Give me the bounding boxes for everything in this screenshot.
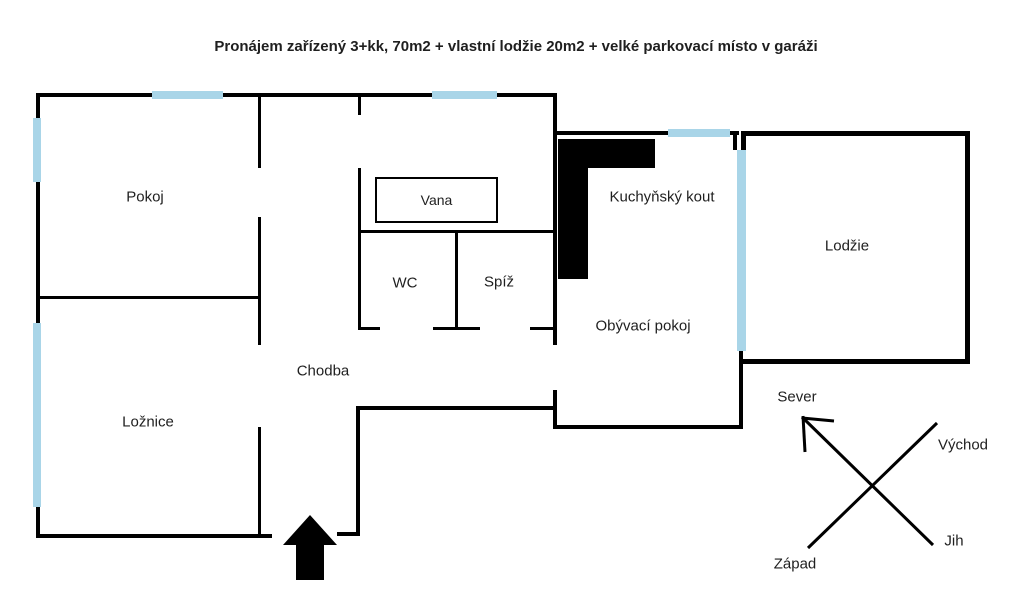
compass-cross-line: [806, 421, 939, 550]
wall-left-exterior: [36, 93, 40, 538]
wall-top-left: [37, 93, 557, 97]
wall-bath-left-stub: [358, 95, 361, 115]
wall-pokoj-right-b: [258, 217, 261, 345]
kitchen-counter-side: [558, 139, 588, 279]
entrance-arrow: [283, 515, 337, 580]
compass-label-north: Sever: [777, 388, 817, 406]
compass-arrowhead-horizontal: [801, 416, 835, 423]
bathtub-label: Vana: [420, 192, 453, 208]
wall-loznice-right: [258, 427, 261, 536]
window-pokoj-top: [152, 91, 223, 99]
wall-lodzie-left-stub: [741, 131, 746, 152]
wall-living-right: [739, 350, 743, 429]
compass: [800, 415, 939, 550]
room-label-lodzie: Lodžie: [824, 237, 870, 255]
bathtub: Vana: [375, 177, 498, 223]
wall-entry-foot: [337, 532, 358, 536]
room-label-chodba: Chodba: [296, 362, 350, 380]
window-loznice-left: [33, 323, 41, 507]
wall-pokoj-right-a: [258, 95, 261, 168]
wall-lodzie-bottom: [741, 359, 970, 364]
wall-entry-left: [356, 406, 360, 536]
compass-label-east: Východ: [937, 436, 989, 454]
wall-lodzie-top: [741, 131, 970, 136]
wall-wc-bottom-b: [433, 327, 480, 330]
room-label-kuchynsky-kout: Kuchyňský kout: [609, 188, 715, 206]
wall-bath-left: [358, 168, 361, 330]
compass-arrowhead-vertical: [801, 415, 807, 453]
wall-kitchen-top: [553, 131, 739, 135]
window-kitchen-top: [668, 129, 730, 137]
room-label-wc: WC: [392, 274, 418, 292]
window-pokoj-left: [33, 118, 41, 182]
compass-label-west: Západ: [773, 555, 817, 573]
window-living-lodzie: [737, 150, 746, 351]
wall-living-left-upper: [553, 93, 557, 345]
compass-north-arrow-shaft: [800, 415, 935, 547]
wall-kitchen-corner-stub: [733, 131, 737, 150]
wall-wc-spiz-divider: [455, 230, 458, 330]
wall-pokoj-loznice-divider: [38, 296, 260, 299]
compass-label-south: Jih: [944, 532, 964, 550]
wall-wc-bottom-a: [358, 327, 380, 330]
plan-title: Pronájem zařízený 3+kk, 70m2 + vlastní l…: [214, 38, 818, 55]
wall-corridor-top: [356, 406, 555, 410]
wall-bottom: [36, 534, 272, 538]
room-label-loznice: Ložnice: [122, 413, 174, 431]
wall-living-left-lower: [553, 390, 557, 429]
room-label-pokoj: Pokoj: [126, 188, 164, 206]
room-label-spiz: Spíž: [483, 273, 515, 291]
wall-living-bottom: [553, 425, 743, 429]
wall-wc-bottom-c: [530, 327, 555, 330]
room-label-obyvaci-pokoj: Obývací pokoj: [595, 317, 691, 335]
wall-lodzie-right: [965, 131, 970, 364]
window-bath-top: [432, 91, 497, 99]
